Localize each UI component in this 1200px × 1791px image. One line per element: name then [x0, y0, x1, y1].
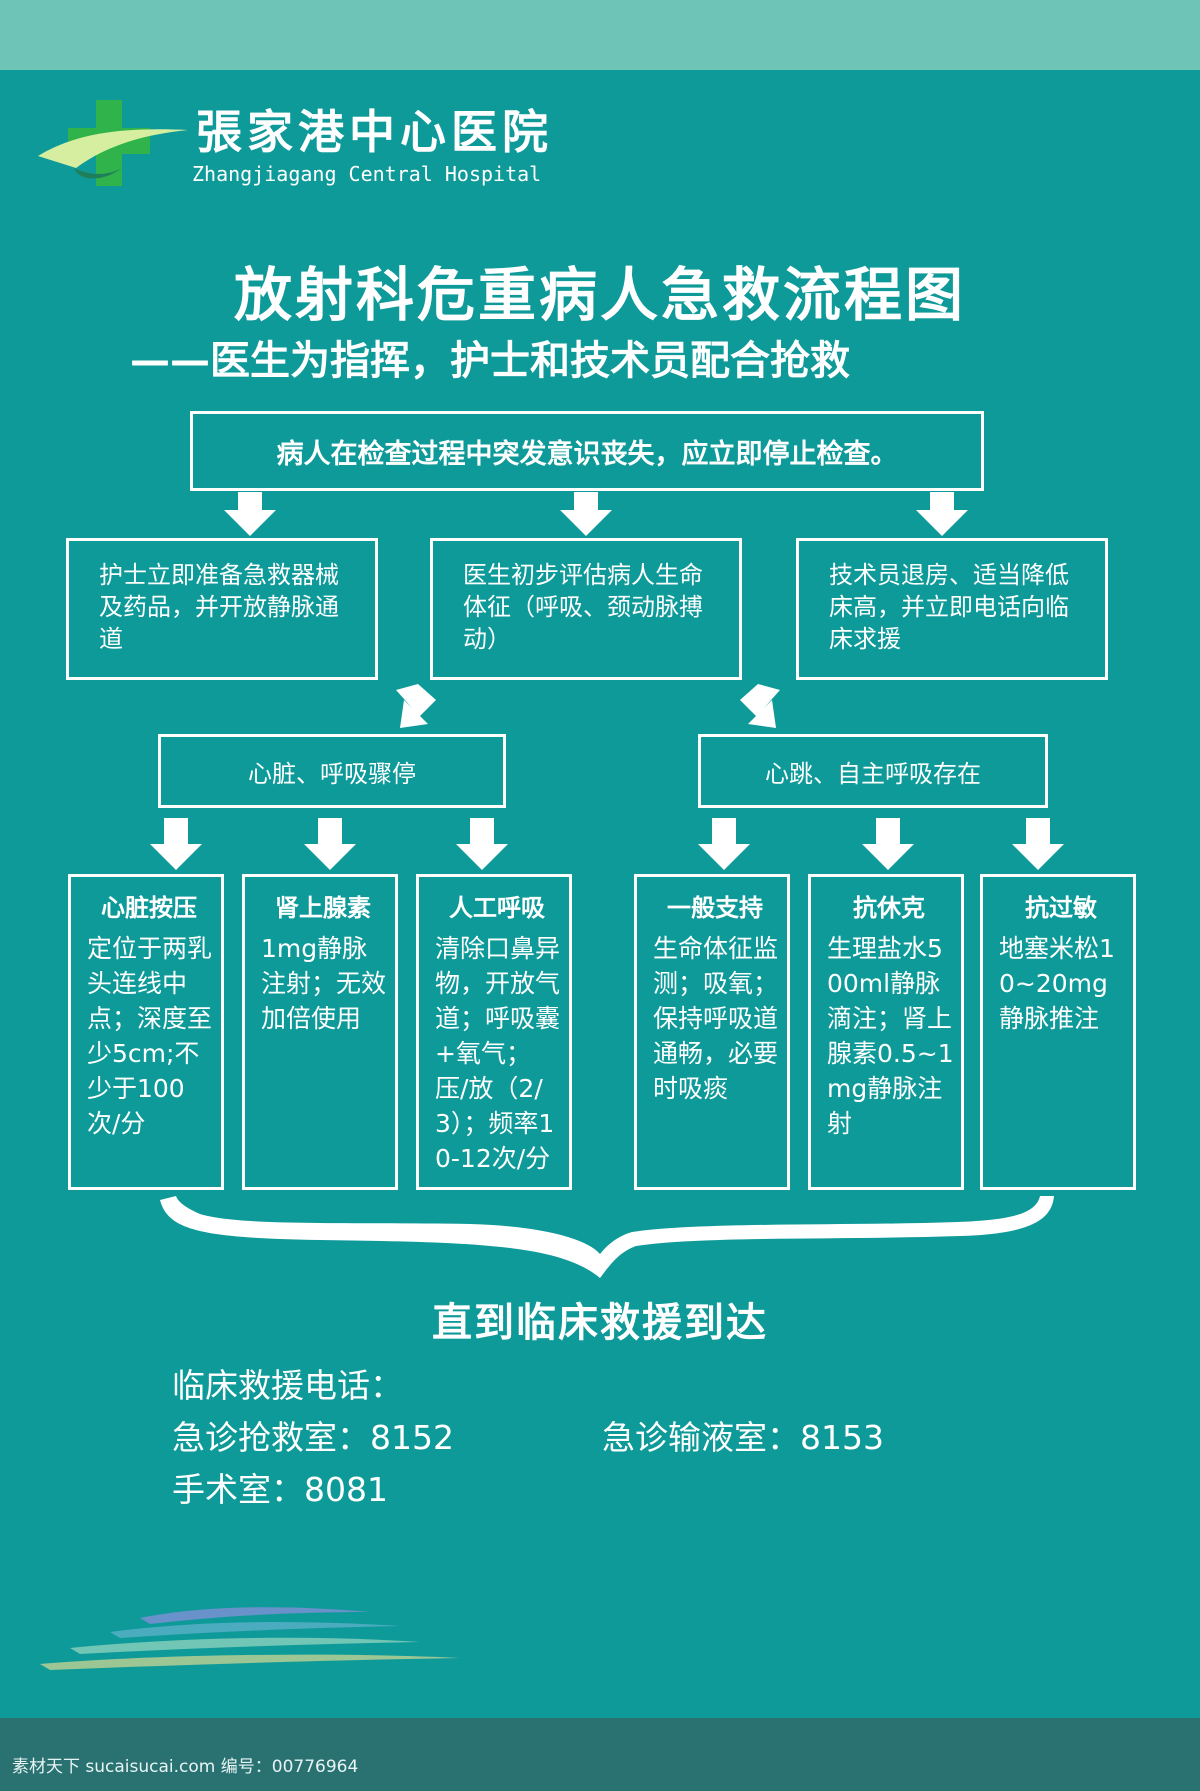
- decorative-waves: [40, 1607, 460, 1670]
- contact-label: 急诊输液室：: [602, 1418, 800, 1457]
- step-body: 地塞米松10~20mg静脉推注: [999, 934, 1115, 1033]
- branch-present-box: 心跳、自主呼吸存在: [698, 734, 1048, 808]
- arrow-down-nurse: [224, 492, 276, 536]
- arrow-down-step-6: [1012, 818, 1064, 870]
- contact-number: 8153: [800, 1418, 884, 1457]
- arrow-down-doctor: [560, 492, 612, 536]
- arrow-diag-right: [740, 684, 780, 728]
- watermark-text: 素材天下 sucaisucai.com 编号：00776964: [12, 1757, 359, 1777]
- step-body: 1mg静脉注射；无效加倍使用: [261, 934, 387, 1033]
- step-box-epinephrine: 肾上腺素 1mg静脉注射；无效加倍使用: [242, 874, 398, 1190]
- arrow-diag-left: [396, 684, 436, 728]
- hospital-name-en: Zhangjiagang Central Hospital: [192, 162, 542, 186]
- contact-label: 手术室：: [172, 1470, 304, 1509]
- contact-label: 急诊抢救室：: [172, 1418, 370, 1457]
- step-title: 抗休克: [853, 894, 925, 922]
- step-body: 生命体征监测；吸氧；保持呼吸道通畅，必要时吸痰: [653, 934, 779, 1103]
- bottom-band: [0, 1718, 1200, 1791]
- nurse-action-box: 护士立即准备急救器械及药品，并开放静脉通道: [66, 538, 378, 680]
- step-body: 生理盐水500ml静脉滴注；肾上腺素0.5~1mg静脉注射: [827, 934, 954, 1138]
- step-title: 人工呼吸: [449, 894, 545, 922]
- step-box-general-support: 一般支持 生命体征监测；吸氧；保持呼吸道通畅，必要时吸痰: [634, 874, 790, 1190]
- tech-action-box: 技术员退房、适当降低床高，并立即电话向临床求援: [796, 538, 1108, 680]
- contacts: 临床救援电话： 急诊抢救室：8152 急诊输液室：8153 手术室：8081: [172, 1360, 884, 1516]
- step-title: 心脏按压: [101, 894, 197, 922]
- arrow-down-step-5: [862, 818, 914, 870]
- hospital-name-cn: 張家港中心医院: [196, 105, 553, 159]
- step-body: 清除口鼻异物，开放气道；呼吸囊+氧气；压/放（2/3）；频率10-12次/分: [435, 934, 561, 1173]
- tech-action-text: 技术员退房、适当降低床高，并立即电话向临床求援: [829, 561, 1069, 653]
- arrow-down-step-4: [698, 818, 750, 870]
- top-band: [0, 0, 1200, 70]
- arrow-down-step-1: [150, 818, 202, 870]
- flow-arrows: [150, 492, 1064, 1278]
- contact-line: 手术室：8081: [172, 1464, 454, 1516]
- page-title: 放射科危重病人急救流程图: [233, 261, 966, 329]
- step-body: 定位于两乳头连线中点；深度至少5cm;不少于100次/分: [87, 934, 213, 1138]
- contact-line: 急诊抢救室：8152 急诊输液室：8153: [172, 1412, 884, 1464]
- contact-entry: 急诊输液室：8153: [602, 1412, 884, 1464]
- step-box-anti-allergy: 抗过敏 地塞米松10~20mg静脉推注: [980, 874, 1136, 1190]
- nurse-action-text: 护士立即准备急救器械及药品，并开放静脉通道: [99, 561, 339, 653]
- step-box-anti-shock: 抗休克 生理盐水500ml静脉滴注；肾上腺素0.5~1mg静脉注射: [808, 874, 964, 1190]
- arrow-down-tech: [916, 492, 968, 536]
- page-subtitle: ——医生为指挥，护士和技术员配合抢救: [130, 338, 850, 384]
- contact-number: 8081: [304, 1470, 388, 1509]
- end-text: 直到临床救援到达: [432, 1300, 768, 1346]
- doctor-action-text: 医生初步评估病人生命体征（呼吸、颈动脉搏动）: [463, 561, 703, 653]
- arrow-down-step-2: [304, 818, 356, 870]
- step-title: 一般支持: [667, 894, 763, 922]
- contact-number: 8152: [370, 1418, 454, 1457]
- green-cross-ribbon-icon: [38, 100, 188, 186]
- arrow-down-step-3: [456, 818, 508, 870]
- step-title: 肾上腺素: [275, 894, 371, 922]
- step-title: 抗过敏: [1025, 894, 1097, 922]
- step-box-compression: 心脏按压 定位于两乳头连线中点；深度至少5cm;不少于100次/分: [68, 874, 224, 1190]
- start-box: 病人在检查过程中突发意识丧失，应立即停止检查。: [190, 411, 984, 491]
- branch-arrest-box: 心脏、呼吸骤停: [158, 734, 506, 808]
- step-box-ventilation: 人工呼吸 清除口鼻异物，开放气道；呼吸囊+氧气；压/放（2/3）；频率10-12…: [416, 874, 572, 1190]
- merge-brace: [160, 1196, 1054, 1278]
- contacts-heading: 临床救援电话：: [172, 1366, 403, 1405]
- doctor-action-box: 医生初步评估病人生命体征（呼吸、颈动脉搏动）: [430, 538, 742, 680]
